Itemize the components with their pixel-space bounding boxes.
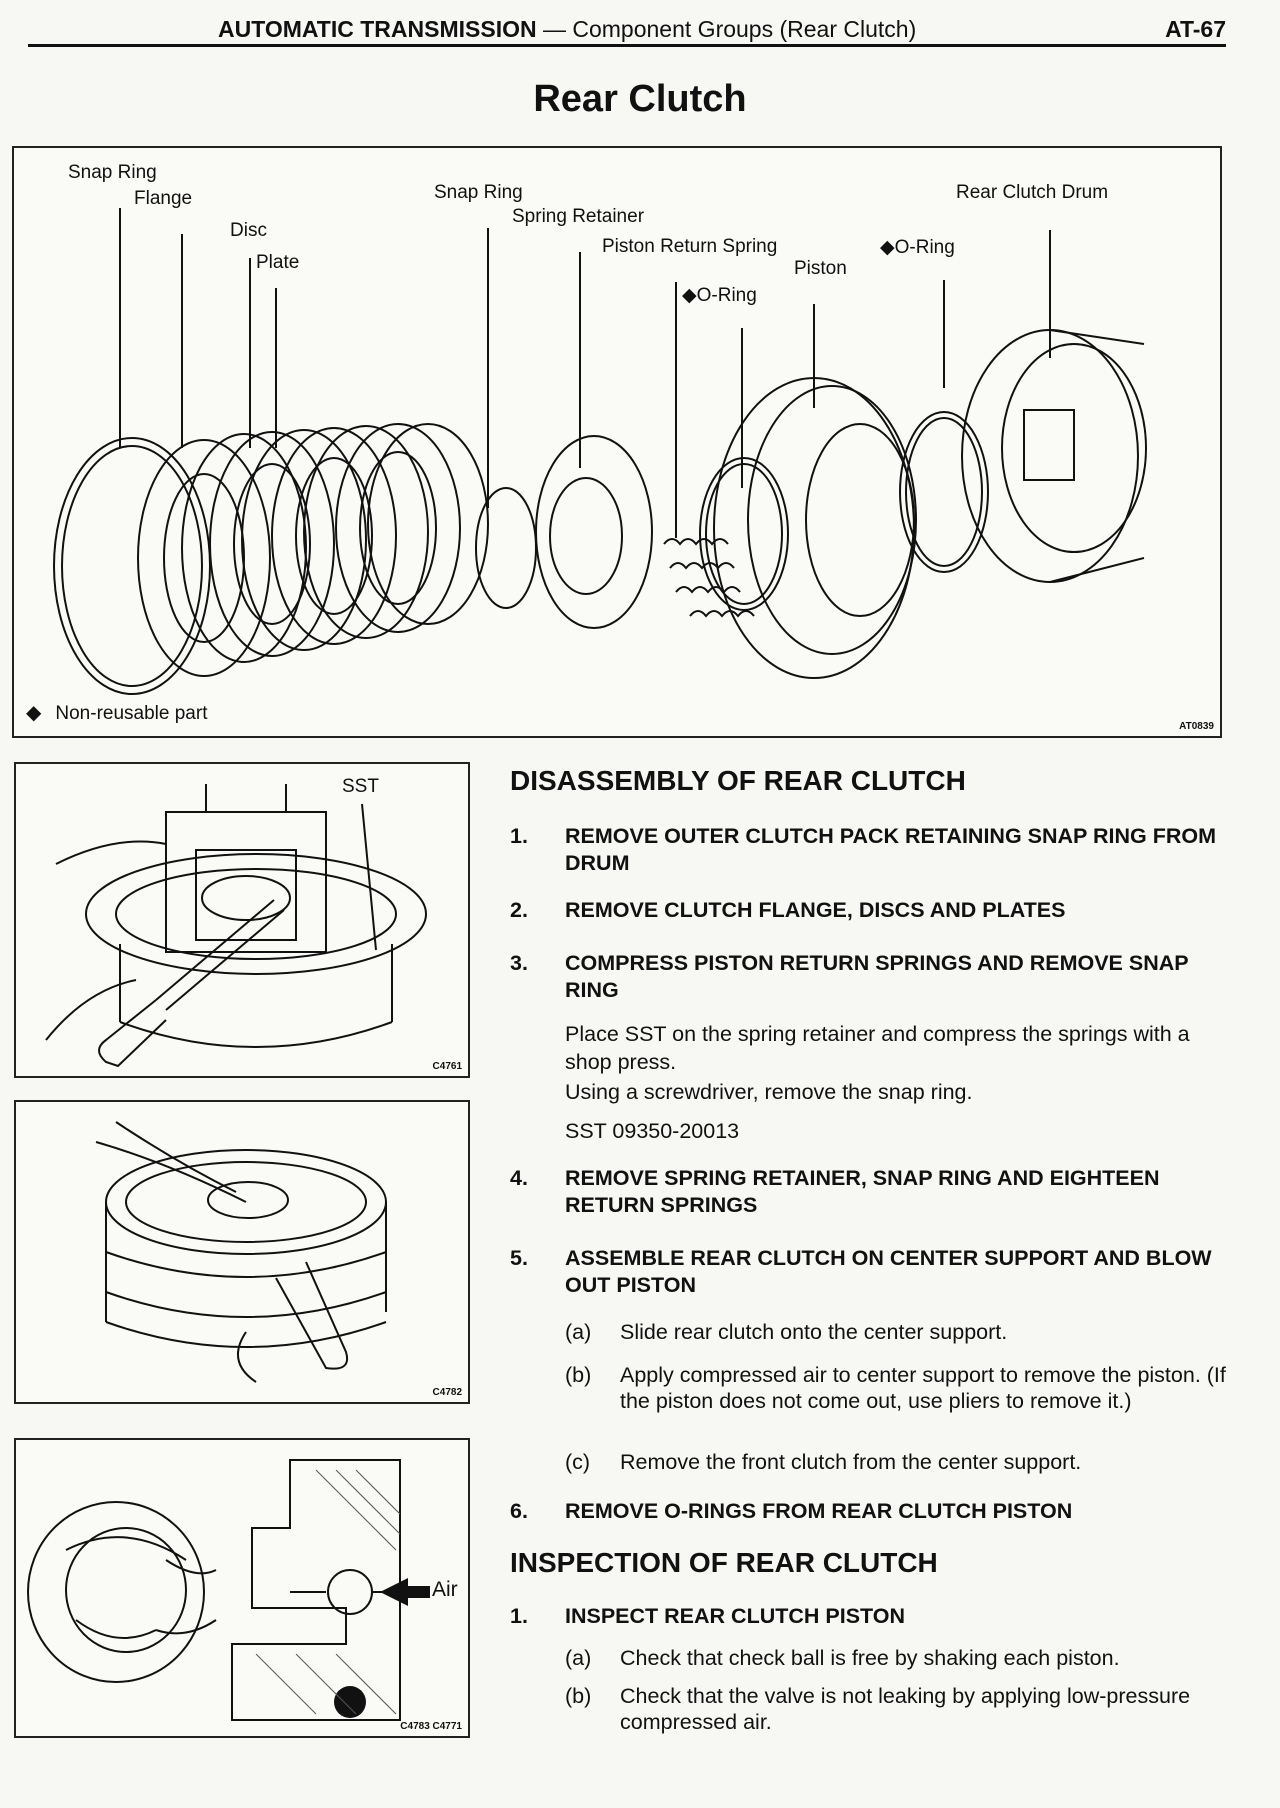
figure-blow-out-piston: C4782 — [14, 1100, 470, 1404]
page-number: AT-67 — [1165, 16, 1226, 42]
step-text: INSPECT REAR CLUTCH PISTON — [565, 1604, 906, 1628]
sub-text: Check that check ball is free by shaking… — [620, 1646, 1120, 1670]
sub-label: (a) — [565, 1646, 592, 1670]
figure-sst-compress: SST C4761 — [14, 762, 470, 1078]
step-number: 1. — [510, 1604, 528, 1628]
step-text: REMOVE CLUTCH FLANGE, DISCS AND PLATES — [565, 898, 1066, 922]
sst-number: SST 09350-20013 — [565, 1119, 740, 1143]
sub-text: Remove the front clutch from the center … — [620, 1450, 1082, 1474]
label-sst: SST — [342, 776, 379, 797]
non-reusable-mark: ◆ — [682, 285, 697, 306]
step-3-body-2: Using a screwdriver, remove the snap rin… — [565, 1080, 973, 1104]
heading-disassembly: DISASSEMBLY OF REAR CLUTCH — [510, 765, 966, 796]
exploded-view-drawing — [53, 208, 1147, 695]
figure-piston-drawing — [95, 1121, 387, 1383]
figure-code: C4782 — [432, 1387, 462, 1398]
label-flange: Flange — [134, 188, 193, 209]
figure-sst-drawing — [45, 784, 427, 1068]
heading-inspection: INSPECTION OF REAR CLUTCH — [510, 1547, 938, 1578]
step-text: REMOVE O-RINGS FROM REAR CLUTCH PISTON — [565, 1499, 1073, 1523]
page-header: AUTOMATIC TRANSMISSION — Component Group… — [28, 14, 1226, 47]
legend-text: Non-reusable part — [55, 703, 208, 724]
label-spring-retainer: Spring Retainer — [512, 206, 645, 227]
label-piston-return-spring: Piston Return Spring — [602, 236, 778, 257]
step-text: REMOVE SPRING RETAINER, SNAP RING AND EI… — [565, 1166, 1160, 1217]
sub-label: (b) — [565, 1363, 592, 1387]
step-number: 2. — [510, 898, 528, 922]
diamond-icon: ◆ — [26, 702, 42, 724]
step-text: COMPRESS PISTON RETURN SPRINGS AND REMOV… — [565, 951, 1189, 1002]
figure-code: AT0839 — [1179, 721, 1214, 732]
step-number: 5. — [510, 1246, 528, 1270]
label-disc: Disc — [230, 220, 267, 241]
label-plate: Plate — [256, 252, 300, 273]
sub-label: (c) — [565, 1450, 591, 1474]
figure-check-ball: Air C4783 C4771 — [14, 1438, 470, 1738]
label-snap-ring: Snap Ring — [68, 162, 157, 183]
step-number: 3. — [510, 951, 528, 975]
legend: ◆ Non-reusable part — [26, 700, 207, 725]
label-piston: Piston — [794, 258, 847, 279]
label-rear-clutch-drum: Rear Clutch Drum — [956, 182, 1109, 203]
exploded-view-figure: Snap Ring Flange Disc Plate Snap Ring Sp… — [12, 146, 1222, 738]
running-head-subsection: — Component Groups (Rear Clutch) — [536, 16, 917, 42]
page-title: Rear Clutch — [533, 78, 747, 120]
figure-check-ball-drawing — [27, 1459, 430, 1721]
figure-code: C4783 C4771 — [400, 1721, 462, 1732]
sub-text: Check that the valve is not leaking by a… — [620, 1684, 1191, 1734]
figure-code: C4761 — [432, 1061, 462, 1072]
sub-label: (a) — [565, 1320, 592, 1344]
sub-text: Apply compressed air to center support t… — [620, 1363, 1226, 1413]
running-head-section: AUTOMATIC TRANSMISSION — [218, 16, 537, 42]
sub-text: Slide rear clutch onto the center suppor… — [620, 1320, 1008, 1344]
step-number: 6. — [510, 1499, 528, 1523]
running-head: AUTOMATIC TRANSMISSION — Component Group… — [218, 16, 916, 43]
step-number: 1. — [510, 824, 528, 848]
step-3-body-1: Place SST on the spring retainer and com… — [565, 1022, 1190, 1074]
label-air: Air — [432, 1578, 458, 1601]
label-snap-ring-2: Snap Ring — [434, 182, 523, 203]
non-reusable-mark: ◆ — [880, 237, 895, 258]
label-o-ring-2: ◆O-Ring — [880, 237, 955, 258]
sub-label: (b) — [565, 1684, 592, 1708]
step-number: 4. — [510, 1166, 528, 1190]
step-text: REMOVE OUTER CLUTCH PACK RETAINING SNAP … — [565, 824, 1216, 875]
label-o-ring-1: ◆O-Ring — [682, 285, 757, 306]
step-text: ASSEMBLE REAR CLUTCH ON CENTER SUPPORT A… — [565, 1246, 1212, 1297]
